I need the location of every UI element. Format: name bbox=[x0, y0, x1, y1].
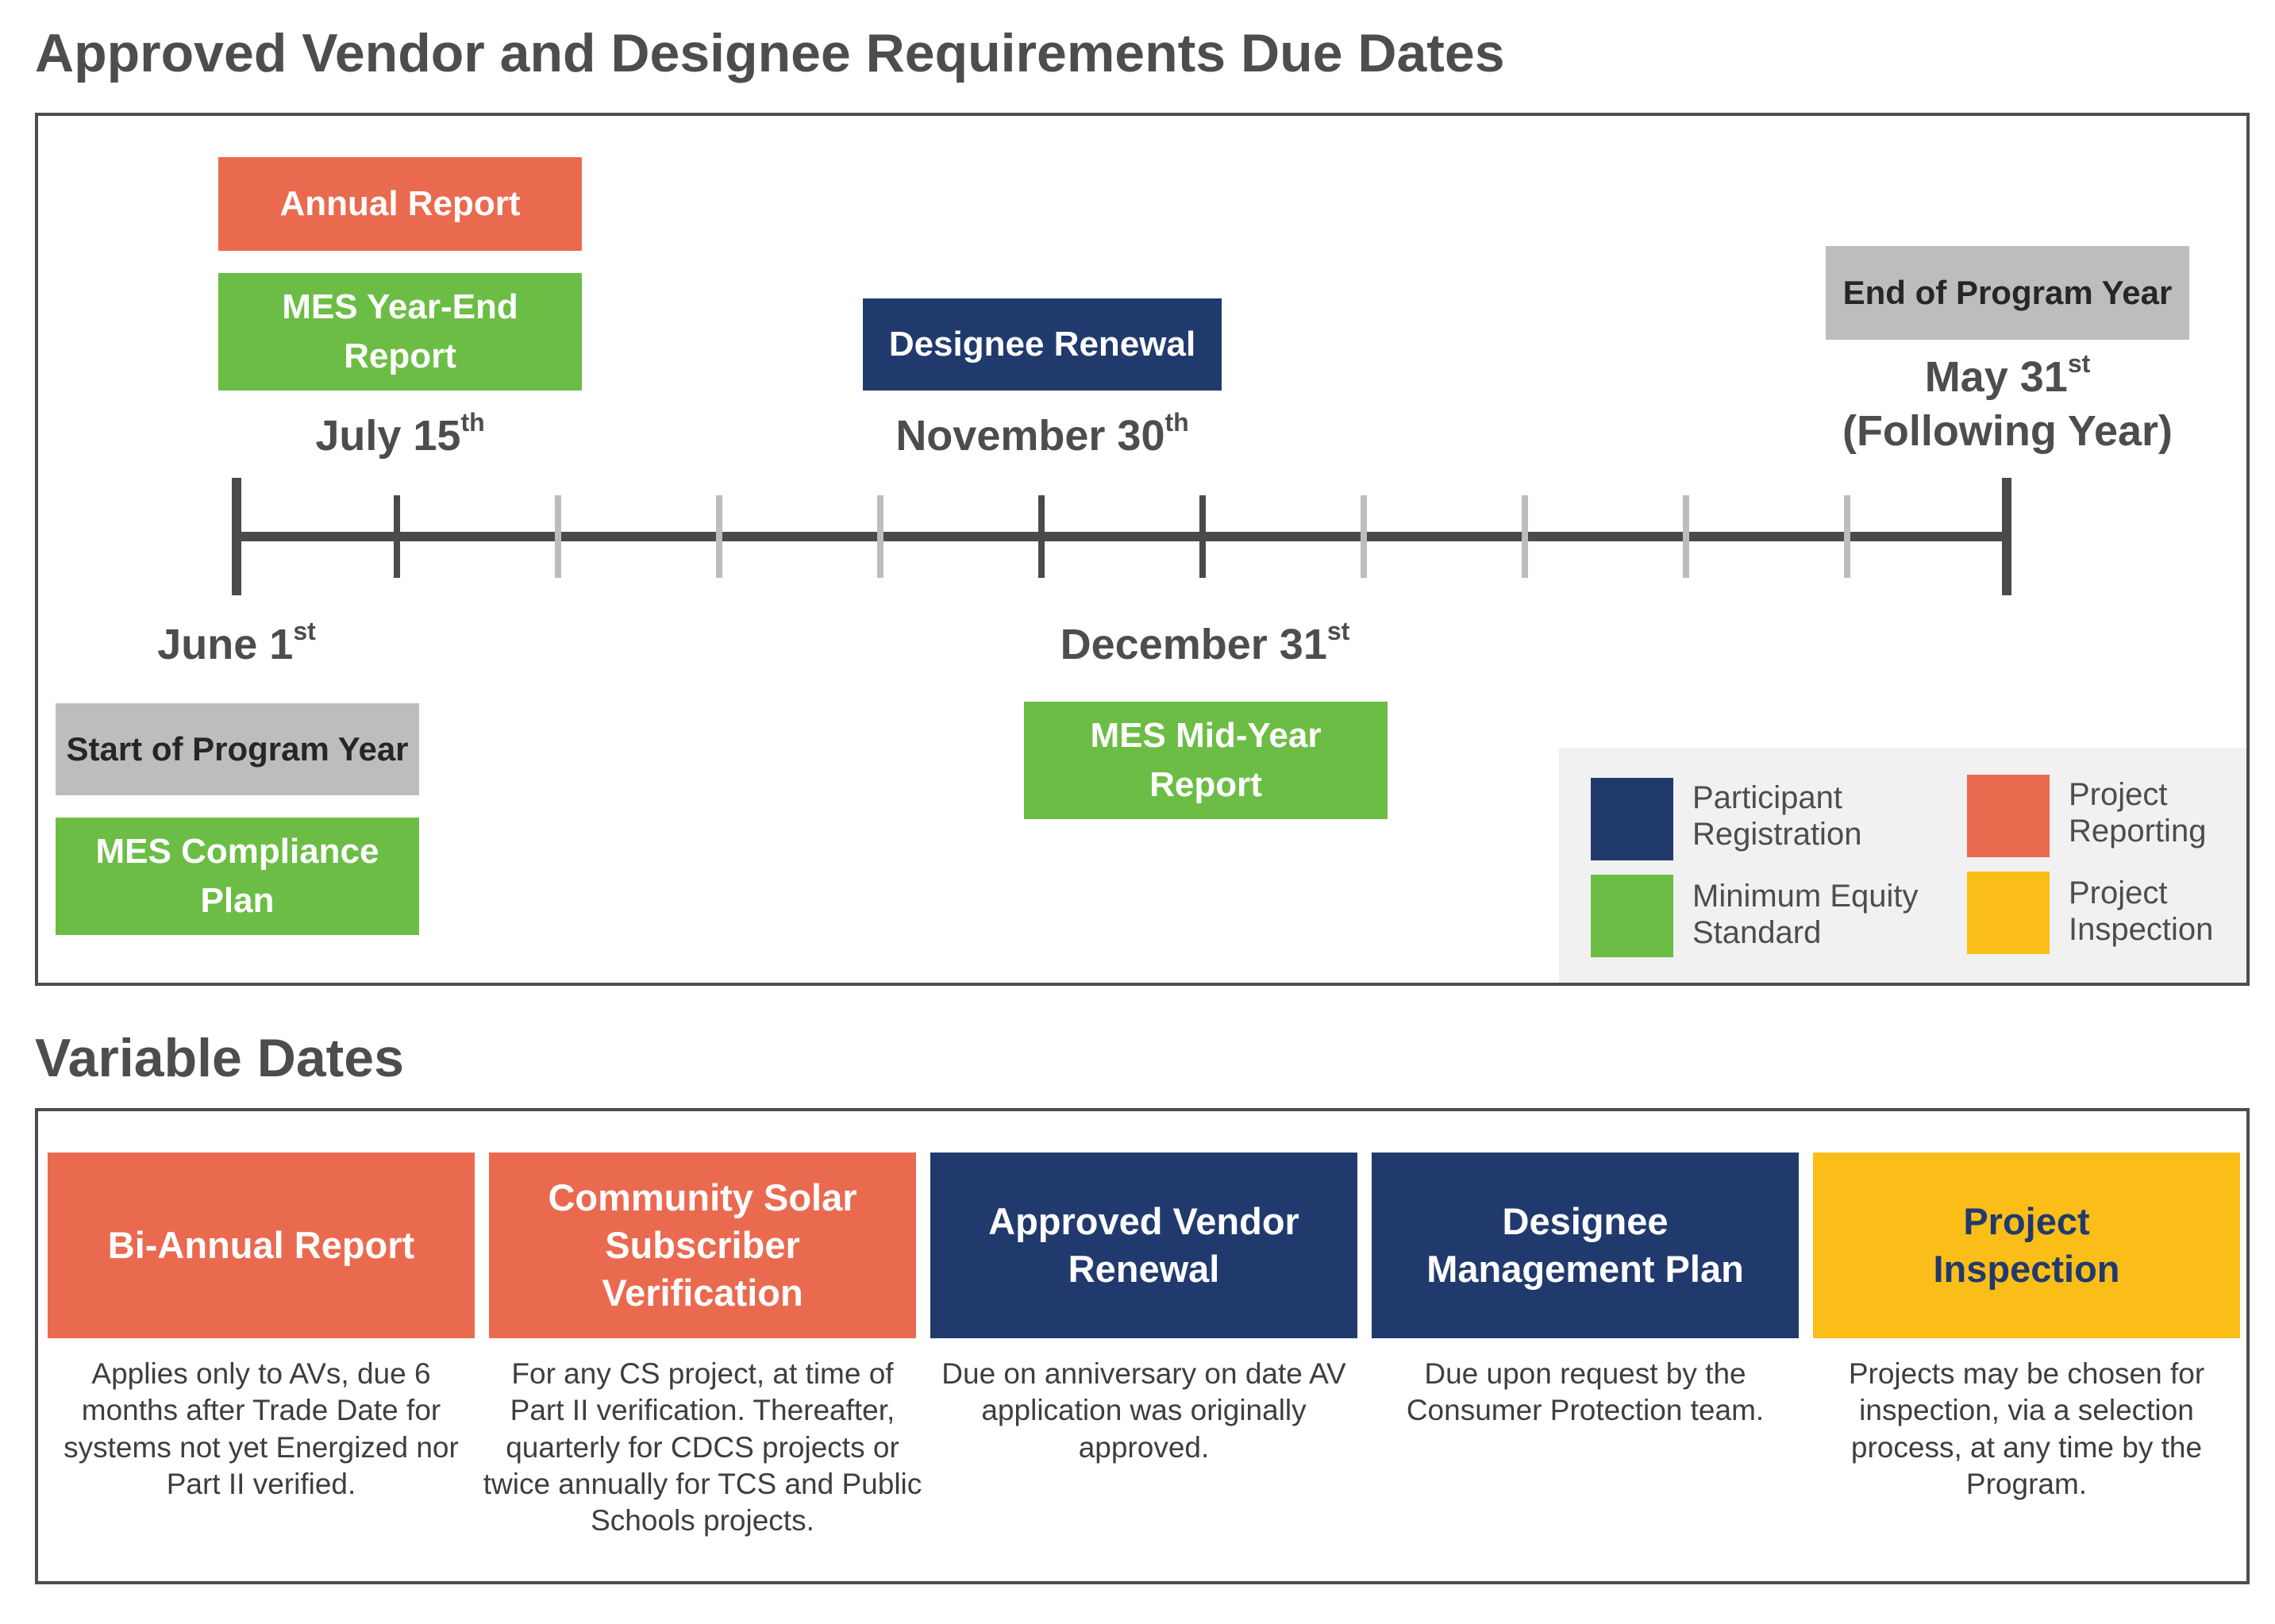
following-year-label: (Following Year) bbox=[1842, 406, 2173, 455]
designee-renewal-box: Designee Renewal bbox=[863, 298, 1222, 391]
start-program-year-box: Start of Program Year bbox=[56, 703, 419, 795]
annual-report-box: Annual Report bbox=[218, 157, 582, 251]
tick-december bbox=[1199, 495, 1206, 578]
timeline-start-tick bbox=[232, 478, 241, 595]
date-december-31: December 31st bbox=[1060, 617, 1350, 668]
tick-minor bbox=[877, 495, 883, 578]
card-bi-annual-report-desc: Applies only to AVs, due 6 months after … bbox=[64, 1357, 459, 1500]
card-designee-management-plan-title: Designee Management Plan bbox=[1372, 1153, 1799, 1338]
tick-minor bbox=[555, 495, 561, 578]
date-november-30: November 30th bbox=[895, 408, 1189, 460]
timeline-end-tick bbox=[2002, 478, 2011, 595]
date-june-1: June 1st bbox=[157, 617, 316, 668]
card-bi-annual-report-title: Bi-Annual Report bbox=[48, 1153, 475, 1338]
date-may-31: May 31st (Following Year) bbox=[1769, 348, 2246, 458]
card-designee-management-plan-desc: Due upon request by the Consumer Protect… bbox=[1406, 1357, 1765, 1427]
legend-swatch-participant-registration bbox=[1591, 778, 1673, 860]
tick-minor bbox=[716, 495, 722, 578]
mes-mid-year-box: MES Mid-Year Report bbox=[1024, 702, 1388, 819]
legend-label: Project Inspection bbox=[2069, 875, 2214, 947]
page-title: Approved Vendor and Designee Requirement… bbox=[35, 23, 1505, 83]
card-project-inspection-title: Project Inspection bbox=[1813, 1153, 2240, 1338]
card-av-renewal-title: Approved Vendor Renewal bbox=[930, 1153, 1357, 1338]
legend-swatch-project-inspection bbox=[1967, 872, 2050, 954]
card-project-inspection-desc: Projects may be chosen for inspection, v… bbox=[1848, 1357, 2205, 1500]
tick-july bbox=[394, 495, 400, 578]
mes-year-end-box: MES Year-End Report bbox=[218, 273, 582, 391]
legend: Participant Registration Project Reporti… bbox=[1559, 748, 2246, 983]
card-cs-subscriber-verification-title: Community Solar Subscriber Verification bbox=[489, 1153, 916, 1338]
date-july-15: July 15th bbox=[315, 408, 485, 460]
variable-dates-title: Variable Dates bbox=[35, 1028, 404, 1088]
end-program-year-box: End of Program Year bbox=[1826, 246, 2189, 340]
card-av-renewal-desc: Due on anniversary on date AV applicatio… bbox=[941, 1357, 1346, 1464]
tick-minor bbox=[1683, 495, 1689, 578]
timeline-axis bbox=[235, 532, 2008, 541]
card-cs-subscriber-verification-desc: For any CS project, at time of Part II v… bbox=[483, 1357, 922, 1537]
legend-label: Minimum Equity Standard bbox=[1692, 879, 1919, 950]
legend-label: Participant Registration bbox=[1692, 780, 1862, 852]
tick-minor bbox=[1361, 495, 1367, 578]
legend-swatch-minimum-equity-standard bbox=[1591, 875, 1673, 957]
legend-label: Project Reporting bbox=[2069, 777, 2207, 849]
tick-minor bbox=[1522, 495, 1528, 578]
tick-minor bbox=[1844, 495, 1850, 578]
tick-november bbox=[1038, 495, 1045, 578]
legend-swatch-project-reporting bbox=[1967, 775, 2050, 857]
mes-compliance-plan-box: MES Compliance Plan bbox=[56, 818, 419, 935]
